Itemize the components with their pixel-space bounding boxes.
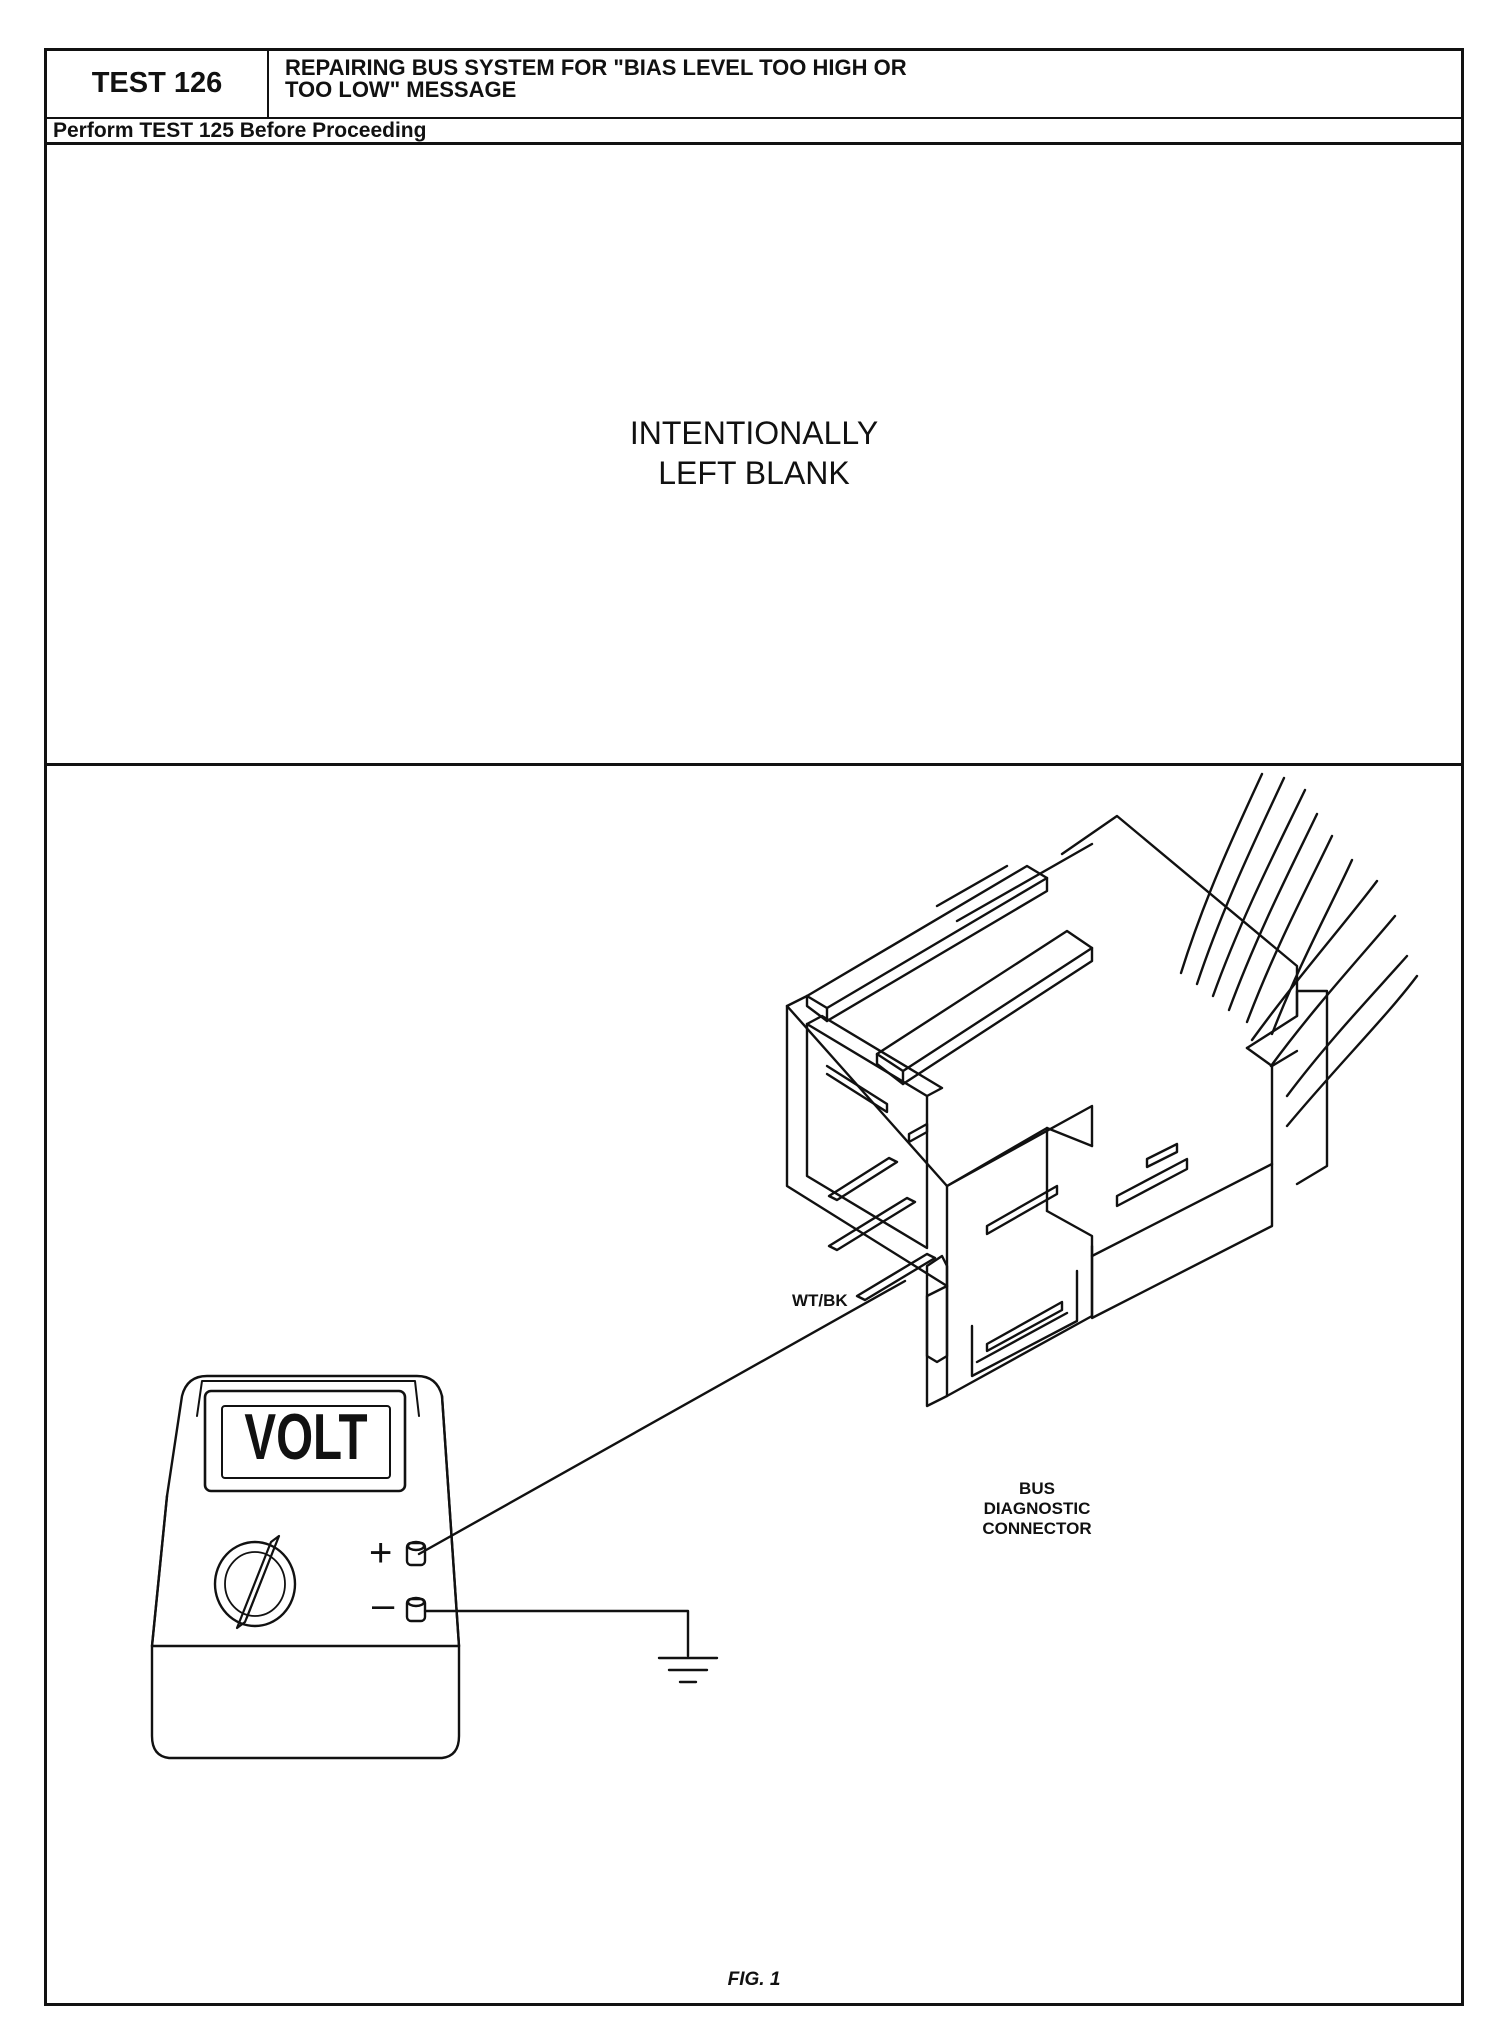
wire-color-label: WT/BK bbox=[792, 1291, 848, 1310]
selector-knob bbox=[213, 1534, 297, 1630]
multimeter bbox=[150, 1374, 461, 1760]
negative-jack bbox=[405, 1596, 427, 1623]
positive-jack bbox=[405, 1540, 427, 1567]
prerequisite-note: Perform TEST 125 Before Proceeding bbox=[47, 117, 1461, 145]
blank-panel: INTENTIONALLY LEFT BLANK bbox=[47, 148, 1461, 766]
ground-lead bbox=[423, 1609, 690, 1658]
wire-harness bbox=[1179, 772, 1419, 1128]
minus-sign: – bbox=[372, 1583, 395, 1627]
ground-symbol bbox=[657, 1656, 719, 1684]
figure-panel: VOLT + – WT/BK BUS DIAGNOSTIC CONNECTOR … bbox=[47, 766, 1461, 2003]
test-header: TEST 126 REPAIRING BUS SYSTEM FOR "BIAS … bbox=[47, 51, 1461, 119]
figure-caption: FIG. 1 bbox=[727, 1969, 781, 1990]
test-number: TEST 126 bbox=[47, 51, 269, 117]
test-title: REPAIRING BUS SYSTEM FOR "BIAS LEVEL TOO… bbox=[285, 55, 907, 102]
positive-test-lead bbox=[417, 1279, 907, 1556]
plus-sign: + bbox=[369, 1531, 392, 1575]
intentionally-blank-text: INTENTIONALLY LEFT BLANK bbox=[629, 415, 879, 491]
connector-label: BUS DIAGNOSTIC CONNECTOR bbox=[982, 1479, 1092, 1538]
diagnostic-connector-body bbox=[785, 814, 1329, 1408]
meter-display-text: VOLT bbox=[244, 1402, 367, 1474]
document-frame: TEST 126 REPAIRING BUS SYSTEM FOR "BIAS … bbox=[44, 48, 1464, 2006]
figure-drawing: VOLT + – bbox=[150, 772, 1419, 1760]
